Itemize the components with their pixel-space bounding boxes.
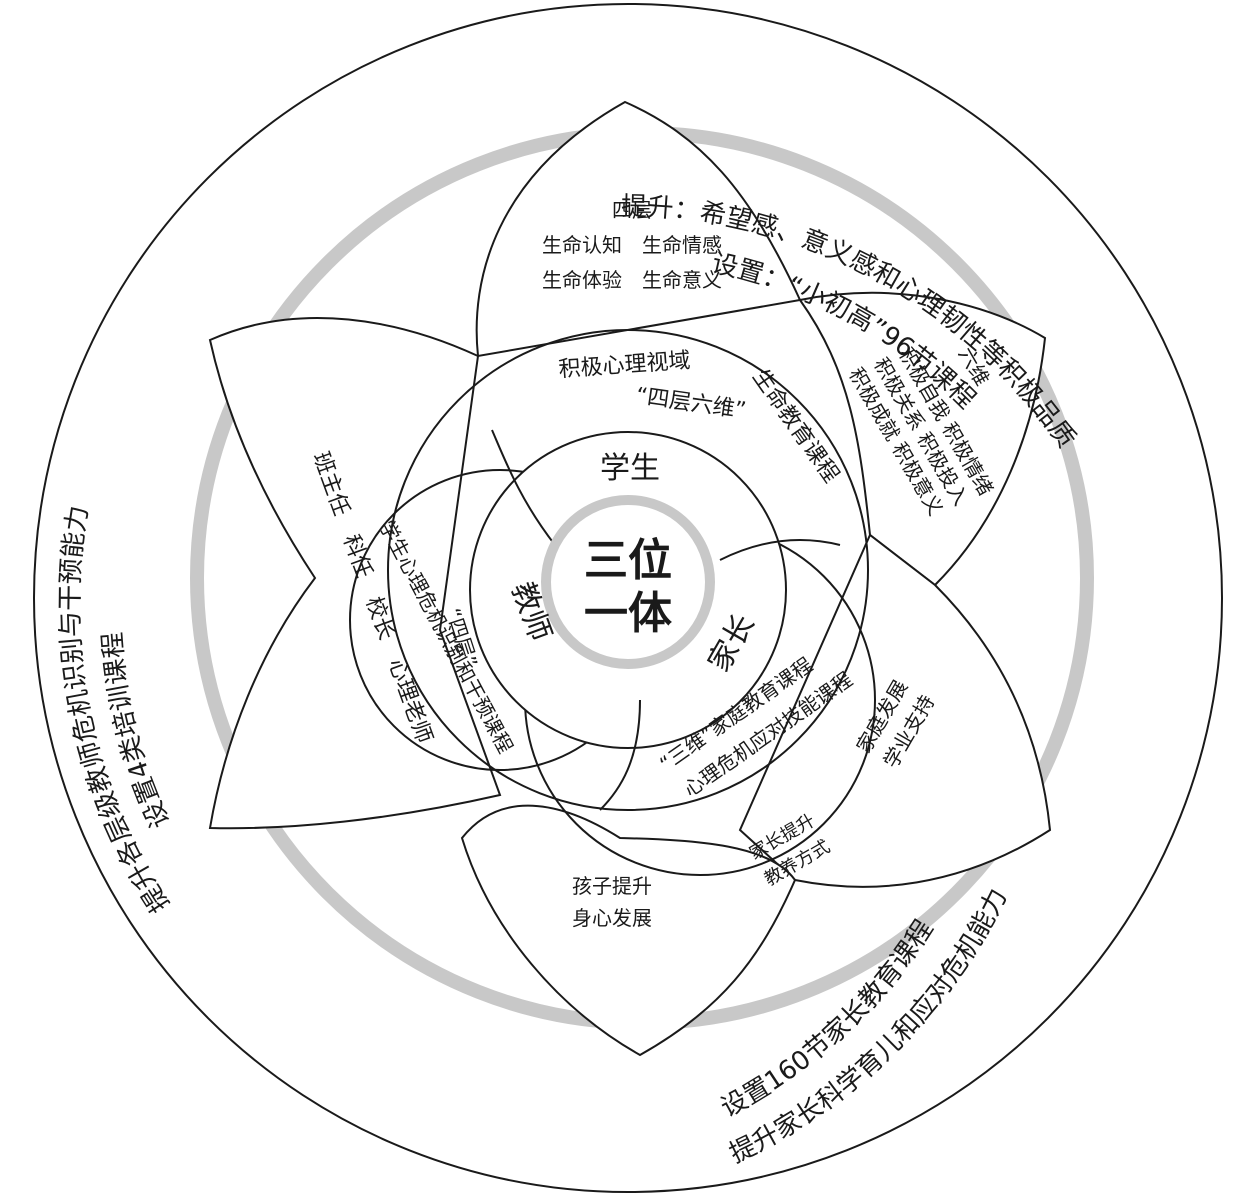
student-course-label-b: 生命教育课程 — [747, 365, 843, 487]
petal-bottom-row2: 身心发展 — [572, 906, 652, 930]
student-course-label-a: 积极心理视域 — [558, 348, 691, 382]
core-divider-3 — [599, 699, 641, 811]
student-circle — [387, 329, 869, 811]
petal-top-row1: 生命认知 生命情感 — [542, 233, 722, 257]
petal-upper-right — [798, 291, 1047, 587]
center-line2: 一体 — [584, 588, 672, 639]
core-divider-2 — [719, 539, 841, 561]
center-line1: 三位 — [584, 535, 672, 586]
student-course-quote: “四层六维” — [634, 383, 747, 423]
center-ring — [541, 495, 715, 669]
outer-circle — [33, 3, 1223, 1193]
role-student: 学生 — [600, 451, 660, 486]
petal-bottom-row1: 孩子提升 — [572, 874, 652, 898]
petal-lower-right — [738, 533, 1052, 888]
petal-bottom — [460, 804, 797, 1057]
petal-top-row2: 生命体验 生命意义 — [542, 268, 722, 292]
petal-top-title: 四层 — [612, 198, 652, 222]
core-divider-1 — [491, 429, 556, 546]
